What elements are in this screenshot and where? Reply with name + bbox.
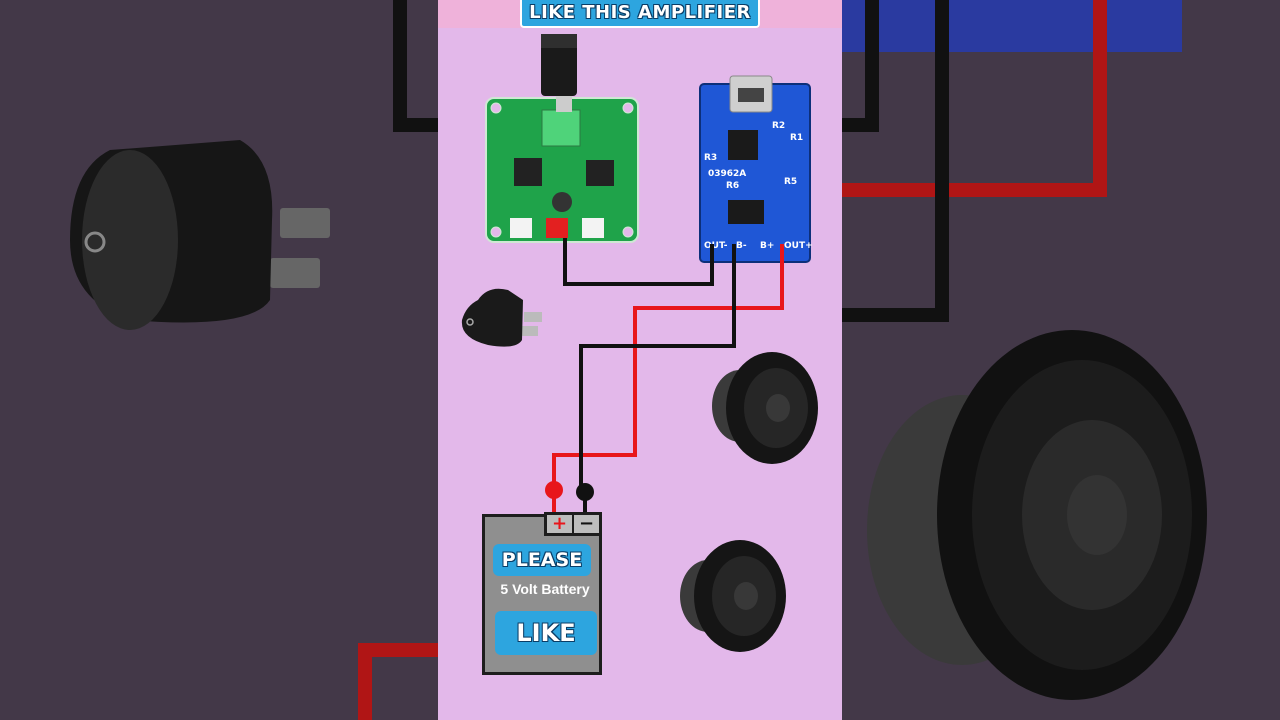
background-right — [842, 0, 1280, 720]
wire-red-main — [552, 244, 784, 490]
bg-black-wire-2 — [842, 0, 949, 322]
rocker-switch-large-icon — [70, 140, 330, 330]
pin-out-minus: OUT- — [704, 241, 728, 251]
background-left-art — [70, 0, 438, 720]
bg-red-wire — [842, 0, 1107, 197]
amplifier-board — [485, 34, 639, 243]
wire-black-main — [579, 244, 736, 492]
please-button[interactable]: PLEASE — [493, 544, 591, 576]
label-r1: R1 — [790, 133, 803, 143]
bg-black-wire — [842, 0, 879, 132]
pin-b-plus: B+ — [760, 241, 774, 251]
wire-black-amp — [563, 238, 714, 286]
wires — [545, 238, 784, 516]
like-banner[interactable]: LIKE THIS AMPLIFIER — [520, 0, 760, 28]
speaker-large-icon — [867, 330, 1207, 700]
label-r6: R6 — [726, 181, 739, 191]
speaker-bottom-icon — [680, 540, 786, 652]
battery: PLEASE 5 Volt Battery LIKE + − — [482, 512, 602, 675]
pin-b-minus: B- — [736, 241, 747, 251]
bg-black-wire — [393, 0, 438, 132]
background-left — [0, 0, 438, 720]
speaker-top-icon — [712, 352, 818, 464]
like-button[interactable]: LIKE — [495, 611, 597, 655]
battery-minus-sign: − — [578, 513, 595, 534]
bg-red-wire — [358, 643, 438, 720]
battery-voltage-label: 5 Volt Battery — [500, 581, 590, 597]
bg-blue-pcb — [842, 0, 1182, 52]
background-right-art — [842, 0, 1207, 700]
diagram-panel: LIKE THIS AMPLIFIER — [438, 0, 842, 720]
wiring-diagram: R1 R2 R3 R5 R6 03962A OUT- B- B+ OUT+ — [461, 34, 818, 652]
battery-plus-sign: + — [547, 515, 574, 533]
volume-knob-icon — [541, 34, 577, 96]
battery-cap: + − — [544, 512, 602, 536]
label-r3: R3 — [704, 153, 717, 163]
label-r5: R5 — [784, 177, 797, 187]
terminal-plus — [545, 481, 563, 499]
charger-module: R1 R2 R3 R5 R6 03962A OUT- B- B+ OUT+ — [699, 75, 813, 263]
label-model: 03962A — [708, 169, 746, 179]
pin-out-plus: OUT+ — [784, 241, 813, 251]
rocker-switch-icon — [461, 288, 542, 347]
battery-body: PLEASE 5 Volt Battery LIKE — [482, 514, 602, 675]
label-r2: R2 — [772, 121, 785, 131]
terminal-minus — [576, 483, 594, 501]
